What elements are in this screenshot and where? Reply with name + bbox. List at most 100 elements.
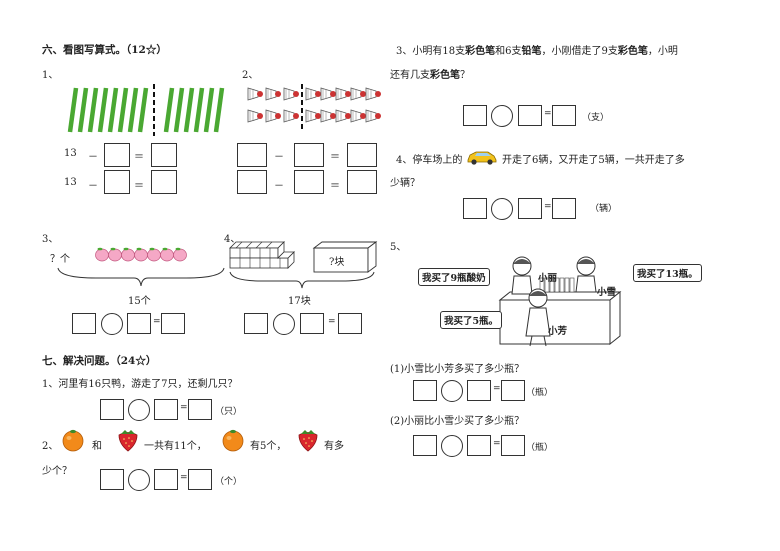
operator-circle[interactable] xyxy=(491,198,513,220)
q1-r2-minus: － xyxy=(88,181,98,192)
answer-box[interactable] xyxy=(237,143,267,167)
answer-box[interactable] xyxy=(518,198,542,219)
q2-label: 2、 xyxy=(242,70,259,81)
answer-box[interactable] xyxy=(294,170,324,194)
answer-box[interactable] xyxy=(413,380,437,401)
q1-r1-num: 13 xyxy=(64,148,77,159)
q1-r2-num: 13 xyxy=(64,177,77,188)
orange-icon xyxy=(62,429,84,452)
name-xiaofang: 小芳 xyxy=(548,326,568,337)
bubble-xiaoxue: 我买了13瓶。 xyxy=(633,264,702,282)
p1-eq: = xyxy=(180,403,188,413)
r3-eq: = xyxy=(544,109,552,119)
answer-box[interactable] xyxy=(104,170,130,194)
q4-brace xyxy=(229,271,375,289)
r3-unit: （支） xyxy=(582,113,610,123)
q3-question: ？个 xyxy=(50,254,70,265)
answer-box[interactable] xyxy=(338,313,362,334)
answer-box[interactable] xyxy=(104,143,130,167)
q3-eq: = xyxy=(153,317,161,327)
block-picture xyxy=(312,241,378,273)
answer-box[interactable] xyxy=(501,380,525,401)
sticks-picture xyxy=(67,84,225,136)
orange-icon xyxy=(222,429,244,452)
answer-box[interactable] xyxy=(467,380,491,401)
answer-box[interactable] xyxy=(552,198,576,219)
section-6-title: 六、看图写算式。（12☆） xyxy=(42,44,167,56)
sub1-eq: = xyxy=(493,384,501,394)
shuttlecocks-picture xyxy=(247,84,382,130)
q1-r2-eq: ＝ xyxy=(134,181,144,192)
sub1-text: (1)小雪比小芳多买了多少瓶？ xyxy=(390,364,525,375)
answer-box[interactable] xyxy=(347,170,377,194)
operator-circle[interactable] xyxy=(441,435,463,457)
answer-box[interactable] xyxy=(501,435,525,456)
answer-box[interactable] xyxy=(154,399,178,420)
r4-eq: = xyxy=(544,202,552,212)
bubble-xiaoli: 我买了9瓶酸奶 xyxy=(418,268,490,286)
r4-line1-a: 4、停车场上的 xyxy=(396,155,463,166)
operator-circle[interactable] xyxy=(128,399,150,421)
answer-box[interactable] xyxy=(463,198,487,219)
answer-box[interactable] xyxy=(188,469,212,490)
answer-box[interactable] xyxy=(154,469,178,490)
q4-eq: = xyxy=(328,317,336,327)
operator-circle[interactable] xyxy=(128,469,150,491)
q3-label: 3、 xyxy=(42,234,59,245)
r4-line2: 少辆？ xyxy=(390,178,420,189)
sub2-unit: （瓶） xyxy=(526,443,554,453)
p2-eq: = xyxy=(180,473,188,483)
q4-total: 17块 xyxy=(288,296,311,307)
r4-unit: （辆） xyxy=(590,204,618,214)
q2-r2-eq: ＝ xyxy=(330,181,340,192)
q1-r1-eq: ＝ xyxy=(134,152,144,163)
answer-box[interactable] xyxy=(463,105,487,126)
p2-unit: （个） xyxy=(215,477,243,487)
answer-box[interactable] xyxy=(347,143,377,167)
answer-box[interactable] xyxy=(413,435,437,456)
answer-box[interactable] xyxy=(151,143,177,167)
answer-box[interactable] xyxy=(188,399,212,420)
car-icon xyxy=(467,151,497,165)
q1-label: 1、 xyxy=(42,70,59,81)
answer-box[interactable] xyxy=(151,170,177,194)
q4-box-text: ?块 xyxy=(329,257,345,268)
answer-box[interactable] xyxy=(552,105,576,126)
q2-r1-eq: ＝ xyxy=(330,152,340,163)
q1-r1-minus: － xyxy=(88,152,98,163)
sub1-unit: （瓶） xyxy=(526,388,554,398)
answer-box[interactable] xyxy=(467,435,491,456)
answer-box[interactable] xyxy=(161,313,185,334)
name-xiaoxue: 小雪 xyxy=(597,287,617,298)
operator-circle[interactable] xyxy=(441,380,463,402)
q4-label: 4、 xyxy=(224,234,241,245)
answer-box[interactable] xyxy=(127,313,151,334)
answer-box[interactable] xyxy=(300,313,324,334)
r3-line2: 还有几支彩色笔？ xyxy=(390,70,470,81)
p2-have2: 有多 xyxy=(324,441,344,452)
p2-have: 有5个， xyxy=(250,441,287,452)
shopping-scene xyxy=(498,256,622,347)
r4-line1-b: 开走了6辆，又开走了5辆，一共开走了多 xyxy=(502,155,685,166)
operator-circle[interactable] xyxy=(101,313,123,335)
answer-box[interactable] xyxy=(237,170,267,194)
q3-brace xyxy=(57,267,225,287)
answer-box[interactable] xyxy=(100,399,124,420)
operator-circle[interactable] xyxy=(491,105,513,127)
r5-label: 5、 xyxy=(390,242,407,253)
q2-r1-minus: － xyxy=(274,152,284,163)
strawberry-icon xyxy=(298,430,318,452)
p2-num: 2、 xyxy=(42,441,59,452)
p2-and: 和 xyxy=(92,441,102,452)
bubble-xiaofang: 我买了5瓶。 xyxy=(440,311,503,329)
r3-line1: 3、小明有18支彩色笔和6支铅笔，小刚借走了9支彩色笔，小明 xyxy=(396,46,678,57)
answer-box[interactable] xyxy=(72,313,96,334)
answer-box[interactable] xyxy=(294,143,324,167)
answer-box[interactable] xyxy=(518,105,542,126)
p1-unit: （只） xyxy=(215,407,243,417)
operator-circle[interactable] xyxy=(273,313,295,335)
cubes-picture xyxy=(229,241,295,269)
answer-box[interactable] xyxy=(244,313,268,334)
answer-box[interactable] xyxy=(100,469,124,490)
p2-line2: 少个？ xyxy=(42,466,72,477)
